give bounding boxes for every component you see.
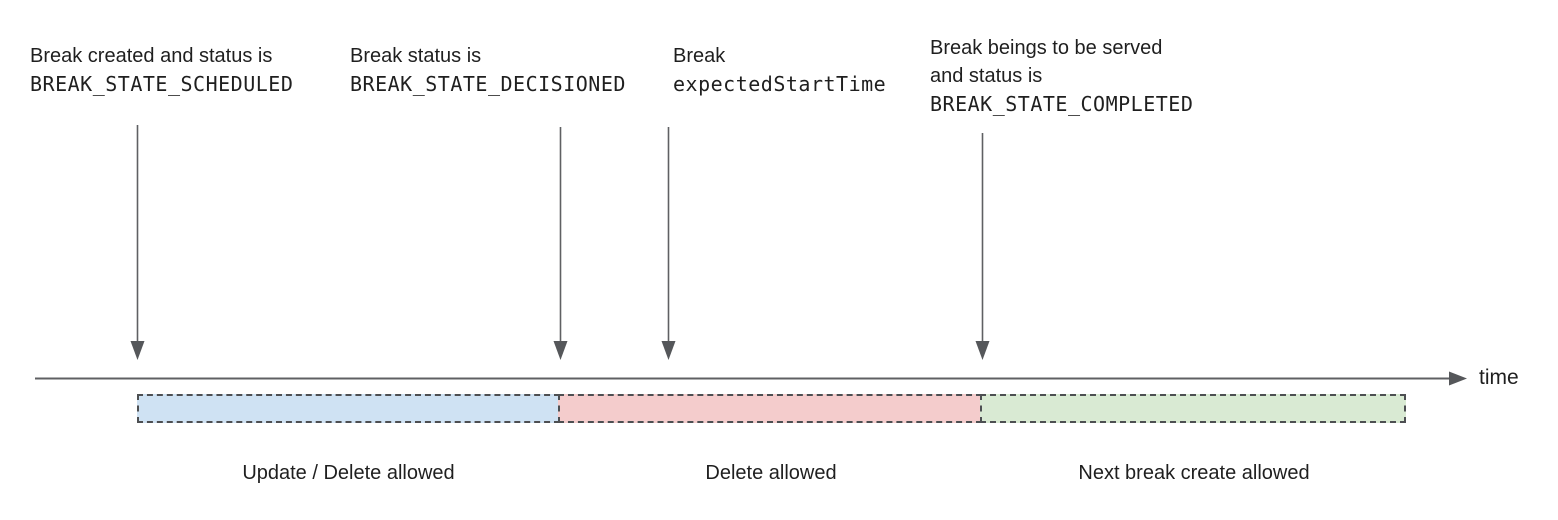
annotation-break-decisioned: Break status is BREAK_STATE_DECISIONED xyxy=(350,42,626,98)
annotation-break-completed: Break beings to be served and status is … xyxy=(930,34,1193,118)
annotation-expected-start-time: Break expectedStartTime xyxy=(673,42,886,98)
period-bars xyxy=(137,394,1406,423)
annotation-text-line: Break status is xyxy=(350,45,482,67)
annotation-text-line: Break beings to be served xyxy=(930,37,1163,59)
annotation-text-line: Break xyxy=(673,45,726,67)
segment-caption: Next break create allowed xyxy=(1078,462,1310,484)
segment-delete-allowed xyxy=(558,394,982,423)
down-arrow-icon xyxy=(130,125,145,360)
segment-caption: Delete allowed xyxy=(705,462,837,484)
segment-next-break-create-allowed xyxy=(980,394,1406,423)
annotation-code-line: BREAK_STATE_SCHEDULED xyxy=(30,72,294,96)
segment-update-delete-allowed xyxy=(137,394,560,423)
time-axis-label: time xyxy=(1479,366,1519,389)
down-arrow-icon xyxy=(553,127,568,360)
annotation-code-line: expectedStartTime xyxy=(673,72,887,96)
annotation-break-scheduled: Break created and status is BREAK_STATE_… xyxy=(30,42,293,98)
down-arrow-icon xyxy=(661,127,676,360)
time-axis-arrow xyxy=(35,371,1467,386)
annotation-text-line: Break created and status is xyxy=(30,45,273,67)
segment-caption: Update / Delete allowed xyxy=(242,462,455,484)
annotation-code-line: BREAK_STATE_DECISIONED xyxy=(350,72,626,96)
annotation-code-line: BREAK_STATE_COMPLETED xyxy=(930,92,1194,116)
annotation-text-line: and status is xyxy=(930,65,1043,87)
down-arrow-icon xyxy=(975,133,990,360)
